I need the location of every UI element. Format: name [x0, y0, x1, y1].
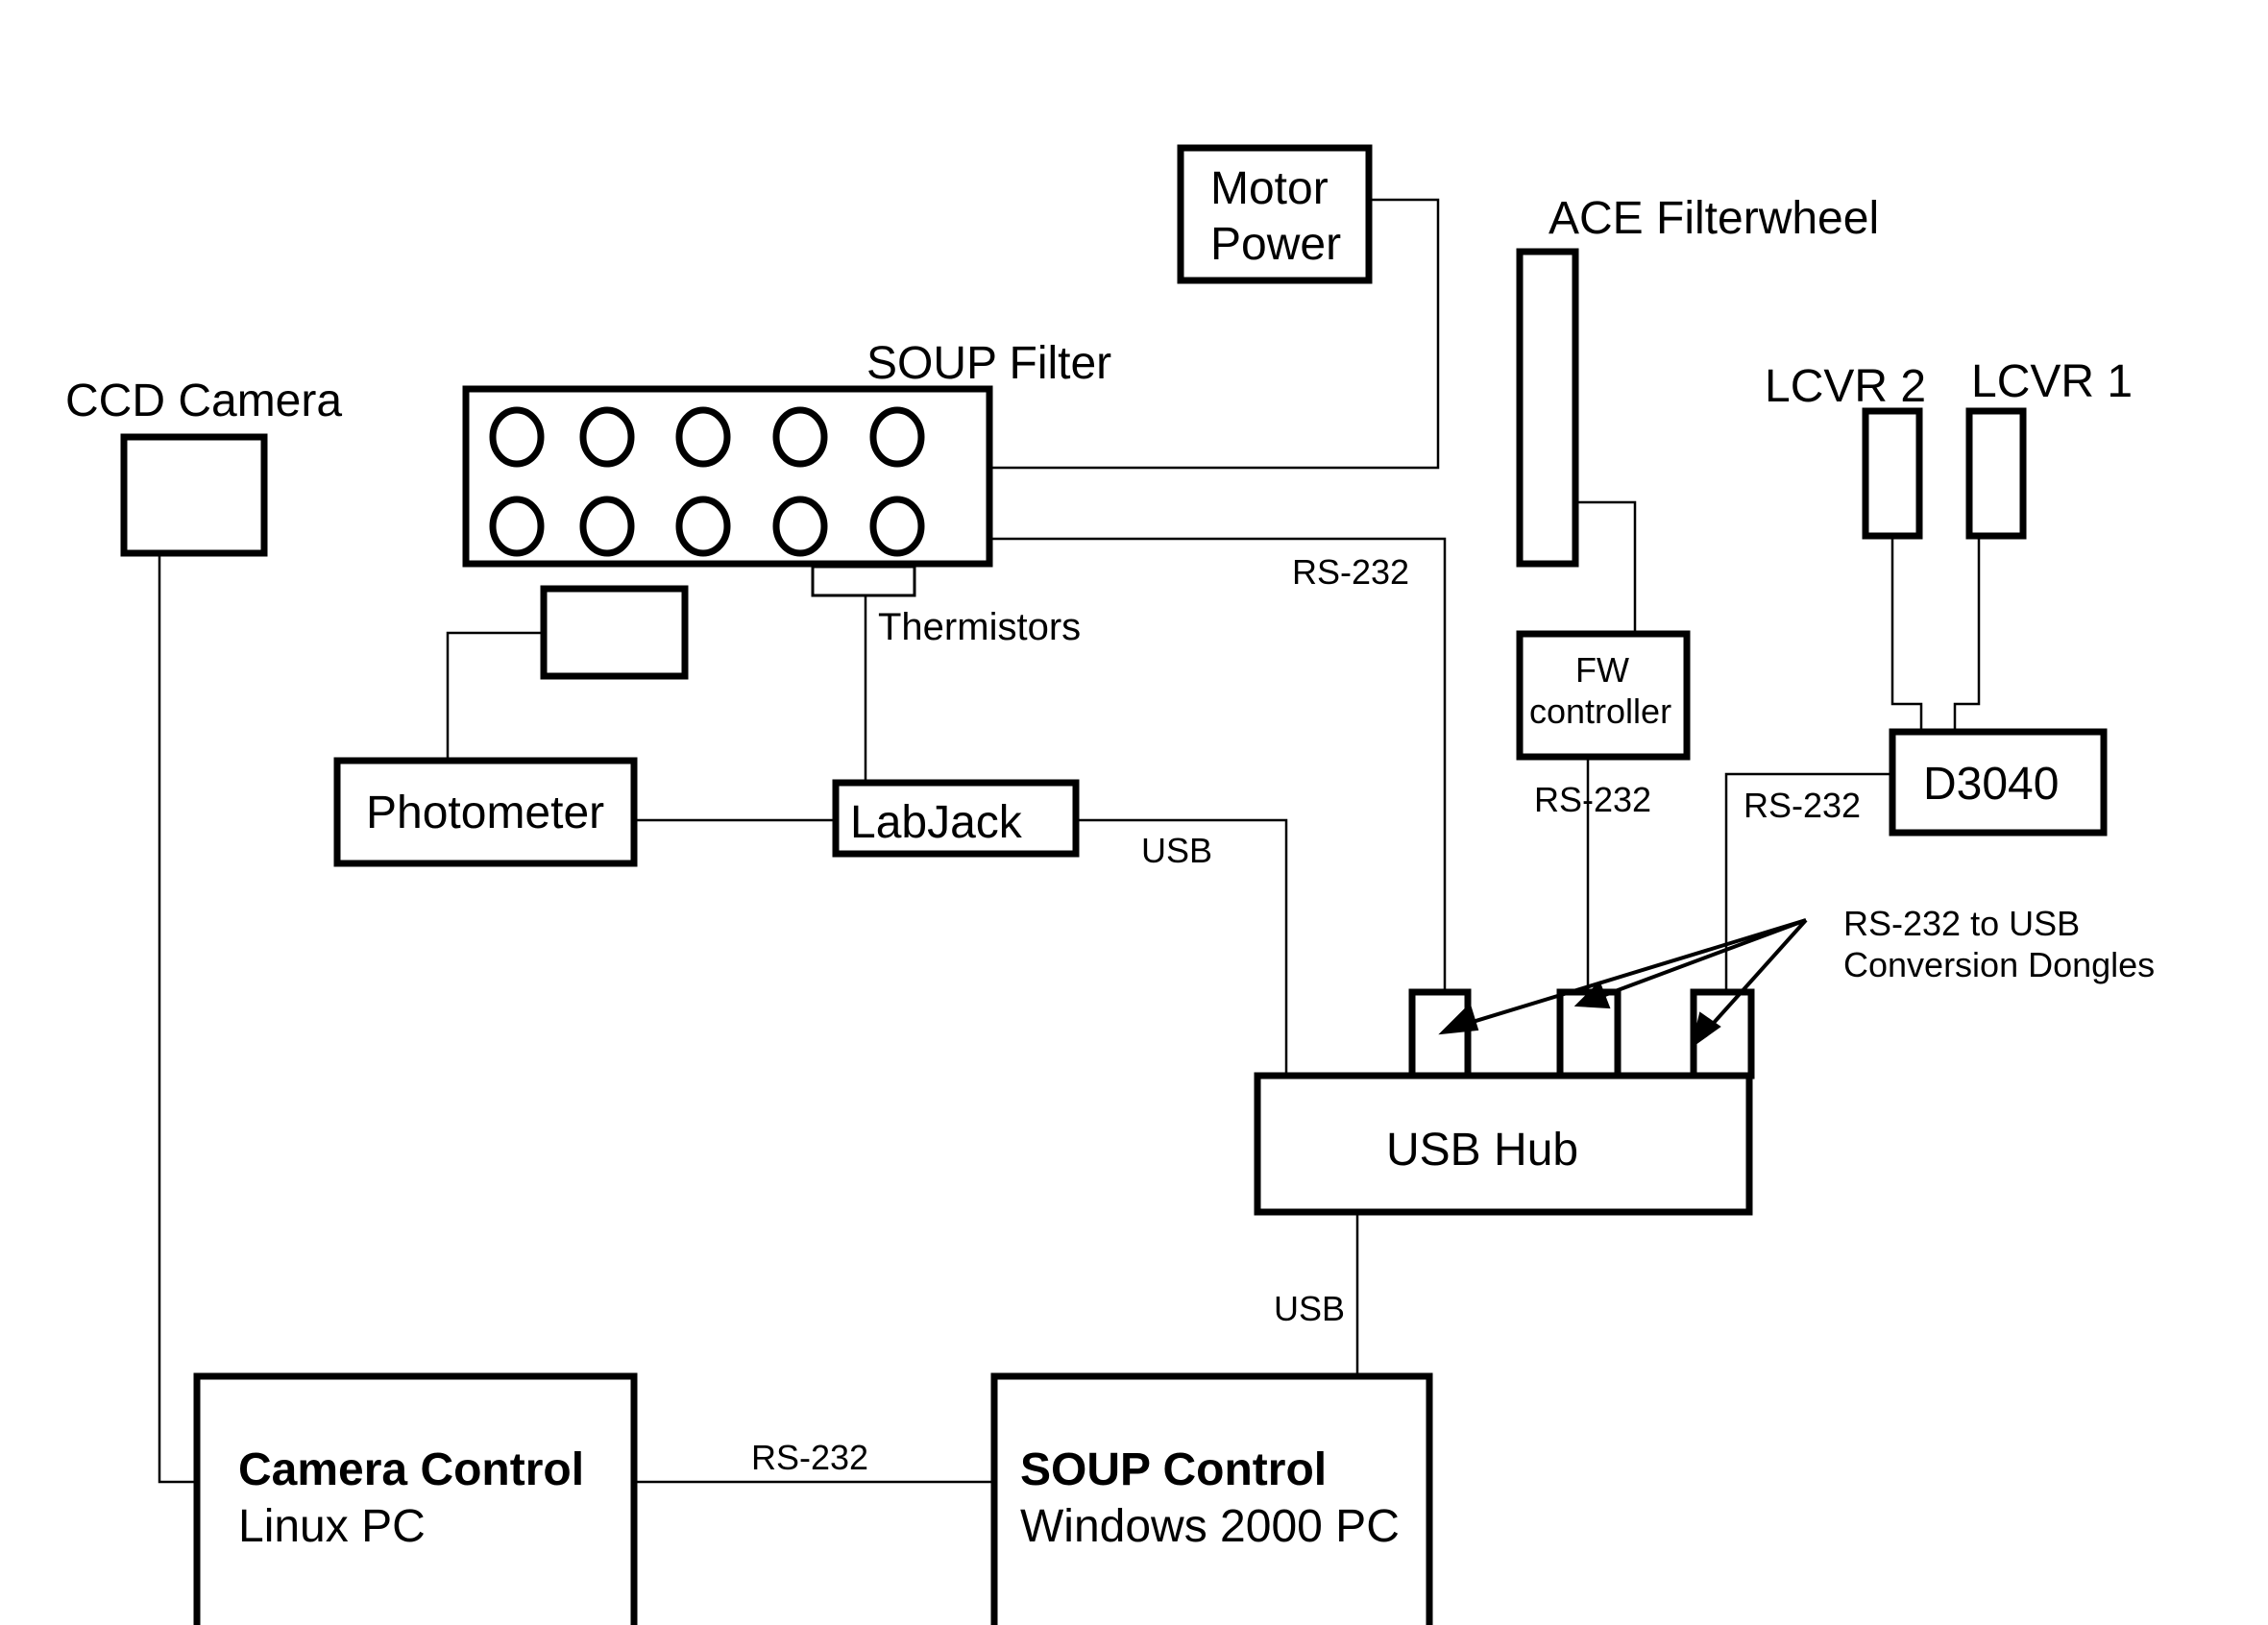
wire-labjack-hub	[1076, 818, 1288, 1076]
edge-label-hub-soup-control: USB	[1274, 1289, 1345, 1328]
soup-control-box	[990, 1372, 1433, 1625]
labjack-label: LabJack	[850, 797, 1023, 848]
camera-control-box	[193, 1372, 638, 1625]
lcvr1-box	[1965, 407, 2027, 540]
fw-controller-line2: controller	[1529, 691, 1671, 731]
ace-filterwheel-box	[1516, 248, 1579, 568]
filter-hole	[489, 496, 545, 557]
filter-hole	[772, 496, 828, 557]
filter-holes	[489, 406, 925, 557]
filter-hole	[869, 406, 925, 468]
filter-hole	[869, 496, 925, 557]
ace-filterwheel-label: ACE Filterwheel	[1549, 193, 1879, 244]
wire-motor-power-soup-filter	[989, 198, 1440, 470]
edge-label-d3040-hub: RS-232	[1744, 786, 1861, 825]
motor-power-line2: Power	[1210, 219, 1341, 270]
labjack-box	[832, 779, 1080, 858]
motor-power-line1: Motor	[1210, 163, 1329, 214]
ccd-camera-label: CCD Camera	[65, 376, 342, 426]
soup-control-title: SOUP Control	[1020, 1444, 1327, 1495]
dongle-annotation-line1: RS-232 to USB	[1843, 904, 2080, 943]
lcvr2-label: LCVR 2	[1765, 361, 1926, 412]
wire-ccd-camera-control	[158, 553, 197, 1484]
wire-soup-filter-dongle	[989, 537, 1447, 992]
thermistors-label: Thermistors	[878, 606, 1081, 648]
usb-hub-label: USB Hub	[1386, 1125, 1578, 1176]
soup-filter-label: SOUP Filter	[866, 338, 1111, 389]
wire-lcvr2-d3040	[1890, 536, 1923, 732]
filter-hole	[675, 406, 731, 468]
filter-hole	[579, 496, 635, 557]
lcvr1-label: LCVR 1	[1971, 356, 2133, 407]
fw-controller-box	[1516, 630, 1691, 761]
soup-filter-box	[462, 385, 993, 568]
dongle-arrows	[1438, 918, 1808, 1049]
arrow-line	[1594, 918, 1807, 1001]
arrow-line	[1703, 918, 1808, 1034]
edge-label-soup-hub: RS-232	[1292, 552, 1409, 592]
fw-controller-line1: FW	[1575, 650, 1629, 690]
photometer-label: Photometer	[366, 788, 604, 838]
arrow-head	[1691, 1011, 1721, 1049]
arrow-line	[1459, 918, 1807, 1028]
dongle-annotation-line2: Conversion Dongles	[1843, 945, 2155, 984]
filter-hole	[772, 406, 828, 468]
edge-label-labjack-hub: USB	[1141, 831, 1212, 870]
soup-control-subtitle: Windows 2000 PC	[1020, 1501, 1400, 1552]
filter-hole	[675, 496, 731, 557]
filter-hole	[579, 406, 635, 468]
ccd-camera-box	[120, 433, 268, 557]
motor-power-box	[1177, 144, 1373, 284]
wire-lcvr1-d3040	[1953, 536, 1981, 732]
sensor-box	[540, 585, 689, 680]
arrow-head	[1573, 981, 1611, 1009]
camera-control-subtitle: Linux PC	[238, 1501, 426, 1552]
wire-d3040-dongle	[1724, 772, 1892, 992]
d3040-box	[1889, 728, 2108, 837]
edge-label-camera-soup-control: RS-232	[751, 1438, 868, 1477]
lcvr2-box	[1862, 407, 1923, 540]
photometer-box	[333, 757, 638, 867]
wire-filterwheel-fw-controller	[1575, 500, 1637, 634]
thermistors-box	[811, 565, 916, 597]
wire-sensor-photometer	[446, 631, 544, 761]
usb-hub-box	[1254, 1072, 1753, 1216]
d3040-label: D3040	[1923, 759, 2059, 810]
arrow-head	[1438, 1003, 1479, 1035]
filter-hole	[489, 406, 545, 468]
camera-control-title: Camera Control	[238, 1444, 584, 1495]
edge-label-fw-hub: RS-232	[1534, 780, 1651, 819]
